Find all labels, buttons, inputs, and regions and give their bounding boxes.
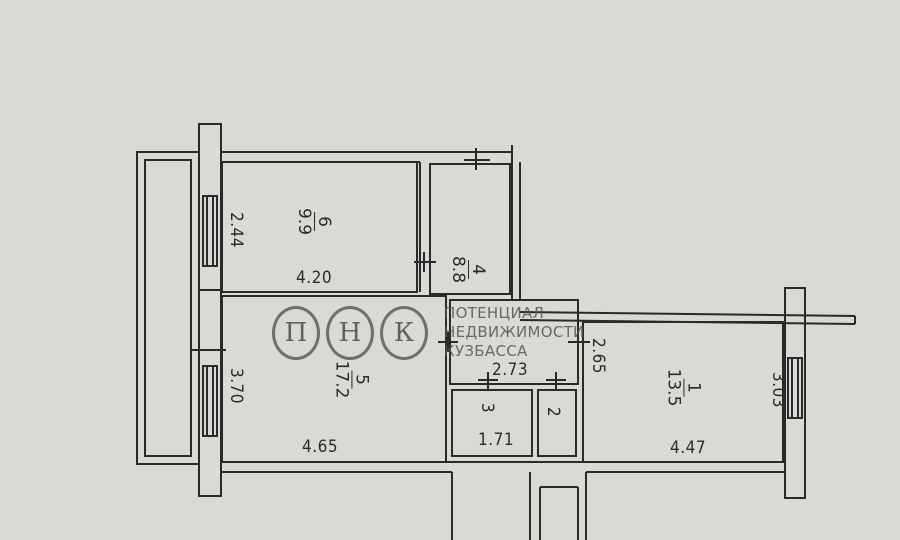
watermark-letter-n: Н — [326, 306, 374, 360]
window-left-top — [202, 195, 218, 267]
room-5-label: 5 17.2 — [331, 360, 371, 399]
window-left-bottom — [202, 365, 218, 437]
room-2-number: 2 — [543, 406, 564, 418]
watermark-line-2: НЕДВИЖИМОСТИ — [444, 323, 585, 341]
dim-room5-width: 4.65 — [302, 437, 339, 457]
room-5-number: 5 — [351, 370, 371, 389]
room-3-number: 3 — [477, 402, 498, 414]
room-4 — [429, 163, 511, 295]
right-wall — [784, 287, 806, 499]
loggia-inner — [144, 159, 192, 457]
room-1-area: 13.5 — [663, 368, 684, 407]
room-3-area: 1.71 — [478, 430, 515, 450]
room-6-label: 6 9.9 — [294, 207, 334, 236]
room-6 — [221, 161, 418, 293]
watermark-letter-p: П — [272, 306, 320, 360]
room-4-number: 4 — [468, 260, 488, 279]
dim-hall-width: 2.73 — [492, 360, 529, 380]
room-2 — [537, 389, 577, 457]
dim-room5-height: 3.70 — [226, 367, 247, 405]
dim-room1-height-left: 2.65 — [588, 337, 609, 375]
dim-room1-height-right: 3.03 — [768, 371, 789, 409]
dim-room1-width: 4.47 — [670, 438, 707, 458]
room-1-number: 1 — [683, 378, 703, 397]
dim-room6-width: 4.20 — [296, 268, 333, 288]
room-6-area: 9.9 — [294, 207, 315, 236]
watermark-letter-k: К — [380, 306, 428, 360]
watermark-line-1: ПОТЕНЦИАЛ — [444, 304, 545, 322]
room-1-label: 1 13.5 — [663, 368, 703, 407]
watermark-line-3: КУЗБАССА — [444, 342, 528, 360]
room-4-area: 8.8 — [448, 255, 469, 284]
room-4-label: 4 8.8 — [448, 255, 488, 284]
dim-room6-height: 2.44 — [226, 211, 247, 249]
window-right — [787, 357, 803, 419]
room-5-area: 17.2 — [331, 360, 352, 399]
loggia — [136, 151, 200, 465]
room-3 — [451, 389, 533, 457]
watermark-text: ПОТЕНЦИАЛ НЕДВИЖИМОСТИ КУЗБАССА — [444, 304, 585, 361]
room-6-number: 6 — [314, 212, 334, 231]
